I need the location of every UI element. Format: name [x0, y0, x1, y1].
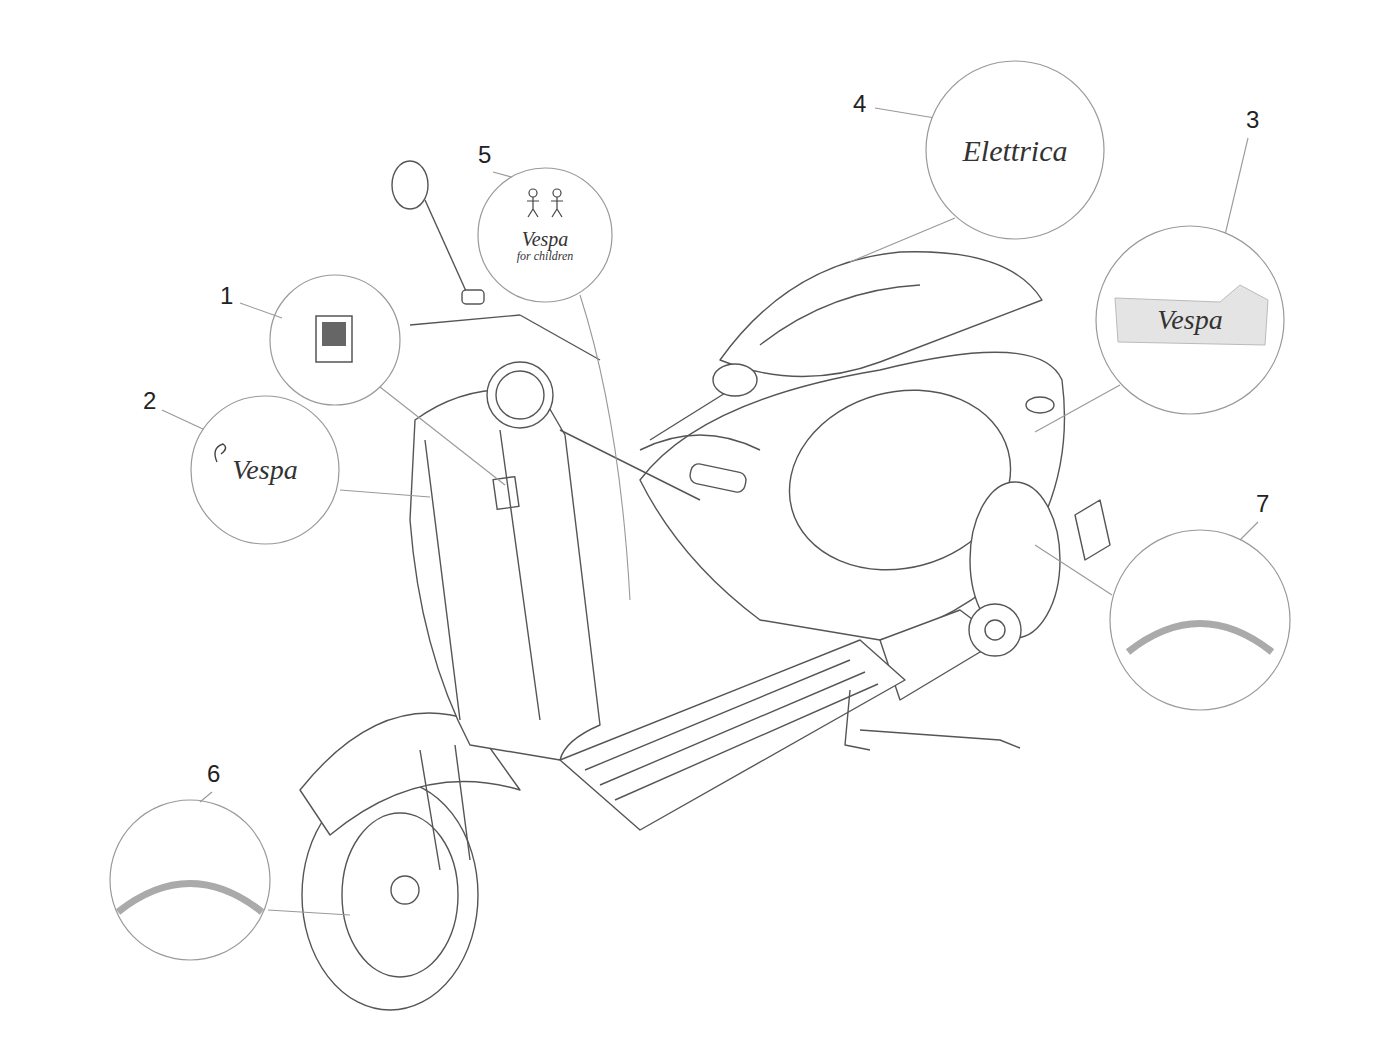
callout-number: 3 — [1244, 108, 1261, 132]
decal-text: for children — [517, 250, 574, 263]
scooter-drawing — [300, 161, 1110, 1010]
decal-callout-circle: Elettrica — [925, 60, 1105, 240]
decal-callout-circle: Vespa — [1095, 225, 1285, 415]
callout-number: 7 — [1254, 492, 1271, 516]
decal-text: Elettrica — [963, 134, 1068, 167]
callout-number: 6 — [205, 762, 222, 786]
callout-number: 1 — [218, 284, 235, 308]
decal-text: Vespa — [232, 455, 297, 486]
callout-circles — [110, 275, 1290, 960]
callout-number: 4 — [851, 92, 868, 116]
decal-text: Vespa — [522, 228, 569, 250]
rim-stripe — [1128, 624, 1272, 653]
callout-number: 2 — [141, 389, 158, 413]
decal-callout-circle: Vespa — [190, 395, 340, 545]
callout-number: 5 — [476, 143, 493, 167]
badge-decal — [316, 316, 352, 362]
decal-callout-circle: Vespafor children — [477, 167, 613, 303]
leader-lines — [162, 108, 1258, 915]
rim-stripe — [118, 884, 262, 913]
decal-text: Vespa — [1157, 305, 1222, 336]
